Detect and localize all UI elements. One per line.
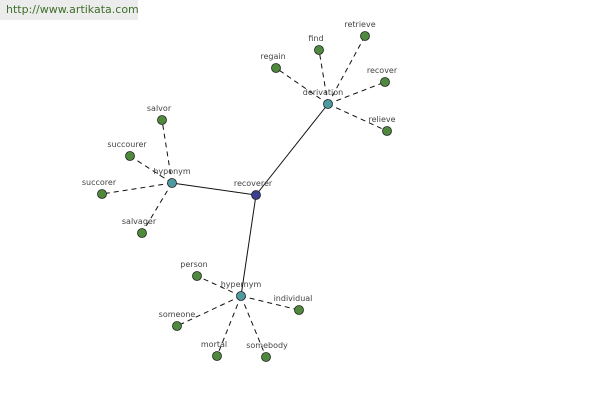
edge-recoverer-hypernym bbox=[240, 194, 257, 297]
label-person: person bbox=[180, 260, 207, 269]
edge-hypernym-individual bbox=[240, 295, 300, 311]
label-regain: regain bbox=[260, 52, 285, 61]
edge-hyponym-salvor bbox=[161, 119, 173, 184]
node-recoverer[interactable] bbox=[251, 190, 261, 200]
label-derivation: derivation bbox=[303, 88, 343, 97]
node-regain[interactable] bbox=[271, 63, 281, 73]
url-banner[interactable]: http://www.artikata.com bbox=[0, 0, 139, 20]
edge-hypernym-someone bbox=[176, 295, 242, 327]
edge-derivation-retrieve bbox=[327, 35, 366, 105]
node-relieve[interactable] bbox=[382, 126, 392, 136]
edge-hyponym-succorer bbox=[101, 182, 173, 195]
edge-recoverer-hyponym bbox=[171, 182, 257, 196]
node-find[interactable] bbox=[314, 45, 324, 55]
label-mortal: mortal bbox=[201, 340, 227, 349]
node-mortal[interactable] bbox=[212, 351, 222, 361]
label-salvor: salvor bbox=[147, 104, 172, 113]
node-salvager[interactable] bbox=[137, 228, 147, 238]
edge-hypernym-mortal bbox=[216, 295, 242, 357]
label-someone: someone bbox=[159, 310, 196, 319]
label-succourer: succourer bbox=[107, 140, 147, 149]
label-retrieve: retrieve bbox=[344, 20, 375, 29]
edge-derivation-regain bbox=[275, 67, 329, 105]
node-hypernym[interactable] bbox=[236, 291, 246, 301]
edge-derivation-recover bbox=[327, 81, 386, 105]
label-individual: individual bbox=[274, 294, 313, 303]
node-person[interactable] bbox=[192, 271, 202, 281]
label-find: find bbox=[308, 34, 323, 43]
edge-derivation-relieve bbox=[327, 103, 388, 132]
node-somebody[interactable] bbox=[261, 352, 271, 362]
node-succourer[interactable] bbox=[125, 151, 135, 161]
label-recover: recover bbox=[367, 66, 398, 75]
label-hypernym: hypernym bbox=[221, 280, 262, 289]
label-relieve: relieve bbox=[368, 115, 395, 124]
edge-hypernym-somebody bbox=[240, 295, 267, 358]
edge-hypernym-person bbox=[196, 275, 242, 297]
label-recoverer: recoverer bbox=[234, 179, 273, 188]
edge-recoverer-derivation bbox=[255, 103, 329, 196]
node-succorer[interactable] bbox=[97, 189, 107, 199]
edge-hyponym-salvager bbox=[141, 182, 173, 234]
node-derivation[interactable] bbox=[323, 99, 333, 109]
label-succorer: succorer bbox=[82, 178, 117, 187]
edge-derivation-find bbox=[318, 49, 329, 105]
node-recover[interactable] bbox=[380, 77, 390, 87]
node-individual[interactable] bbox=[294, 305, 304, 315]
node-salvor[interactable] bbox=[157, 115, 167, 125]
node-someone[interactable] bbox=[172, 321, 182, 331]
label-somebody: somebody bbox=[246, 341, 288, 350]
node-retrieve[interactable] bbox=[360, 31, 370, 41]
node-hyponym[interactable] bbox=[167, 178, 177, 188]
label-hyponym: hyponym bbox=[153, 167, 191, 176]
label-salvager: salvager bbox=[122, 217, 157, 226]
